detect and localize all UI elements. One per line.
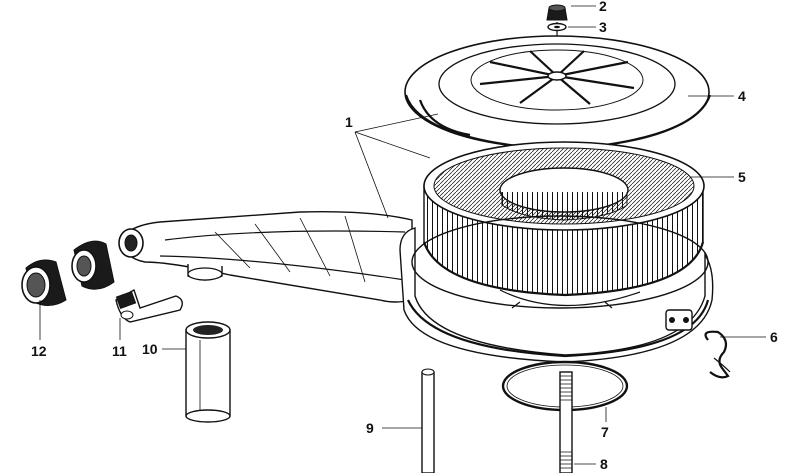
callout-11: 11 — [112, 343, 127, 359]
part-stud-bolt — [559, 371, 573, 473]
callout-9: 9 — [366, 420, 374, 436]
callout-5: 5 — [738, 169, 746, 185]
part-rod — [421, 368, 435, 473]
leader-lines — [39, 5, 766, 465]
part-rubber-sleeves — [21, 240, 115, 306]
callout-12: 12 — [31, 343, 47, 359]
callout-3: 3 — [599, 19, 607, 35]
callout-8: 8 — [600, 456, 608, 472]
part-spring-clip — [704, 330, 731, 379]
part-elbow-connector — [115, 288, 183, 323]
part-filter-element — [422, 141, 705, 297]
callout-4: 4 — [738, 88, 746, 104]
callout-2: 2 — [599, 0, 607, 14]
callout-6: 6 — [770, 329, 778, 345]
callout-10: 10 — [142, 341, 158, 357]
part-filter-cover — [404, 35, 712, 152]
callout-7: 7 — [601, 424, 609, 440]
part-washer — [547, 22, 567, 32]
part-hose — [185, 321, 231, 423]
part-filter-housing — [118, 210, 714, 363]
callout-1: 1 — [345, 114, 353, 130]
